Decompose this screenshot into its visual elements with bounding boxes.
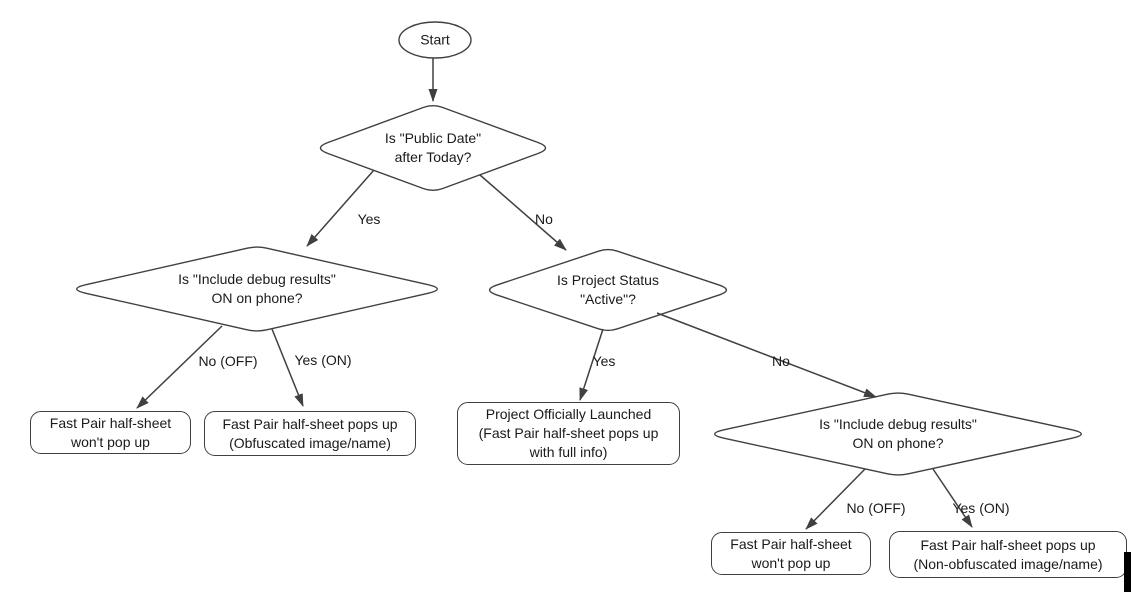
text-cursor-artifact [1124,552,1131,592]
edge-debug-right-yes-on [932,468,973,528]
edge-status-no [656,312,877,398]
edge-public-date-yes [306,169,375,247]
edge-label-debug-right-yes-on: Yes (ON) [952,500,1010,516]
edge-label-public-date-no: No [535,211,553,227]
decision-project-status-shape [488,248,728,332]
start-terminator-shape [398,21,472,59]
result-non-obfuscated-box: Fast Pair half-sheet pops up (Non-obfusc… [889,531,1127,578]
decision-debug-phone-right-label: Is "Include debug results" ON on phone? [819,416,977,451]
edge-debug-right-no-off [805,468,866,530]
edge-debug-left-yes-on [271,328,304,407]
decision-public-date-shape [319,105,547,191]
start-terminator-label: Start [420,31,450,48]
edge-public-date-no [479,174,567,251]
decision-public-date-label: Is "Public Date" after Today? [384,130,482,165]
result-obfuscated-box: Fast Pair half-sheet pops up (Obfuscated… [204,411,416,456]
result-wont-pop-up-right-box: Fast Pair half-sheet won't pop up [711,532,871,575]
edge-label-public-date-yes: Yes [357,211,381,227]
result-launched-box: Project Officially Launched (Fast Pair h… [457,402,680,465]
decision-debug-phone-left-shape [76,246,438,332]
edge-debug-left-no-off [136,325,223,409]
decision-debug-phone-right-shape [714,392,1082,476]
decision-project-status-label: Is Project Status "Active"? [557,272,659,307]
edge-label-status-no: No [772,353,790,369]
edge-label-debug-left-no-off: No (OFF) [198,353,258,369]
edge-status-yes [579,328,604,401]
edge-label-debug-right-no-off: No (OFF) [846,500,906,516]
decision-debug-phone-left-label: Is "Include debug results" ON on phone? [178,271,336,306]
edge-label-status-yes: Yes [592,353,616,369]
result-wont-pop-up-left-box: Fast Pair half-sheet won't pop up [30,411,191,454]
edge-label-debug-left-yes-on: Yes (ON) [294,352,352,368]
